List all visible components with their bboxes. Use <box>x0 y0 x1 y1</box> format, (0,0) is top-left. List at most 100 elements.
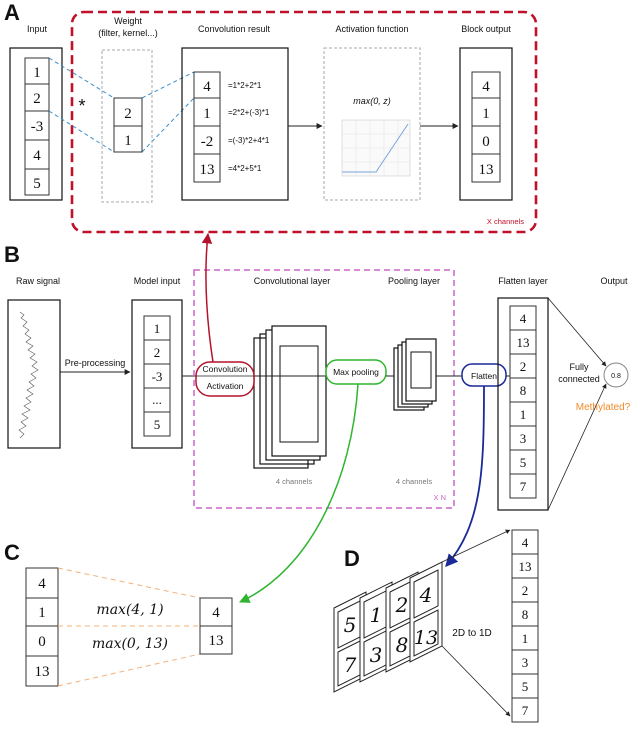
output-node <box>603 362 629 388</box>
matrix-value: 8 <box>396 633 409 657</box>
block-output-frame <box>459 47 513 201</box>
flatten-funnel-lines <box>441 529 511 717</box>
model-input-value: 5 <box>154 417 161 432</box>
flatten-cells: 4 13 2 8 1 3 5 7 <box>509 305 537 499</box>
feature-matrix: 5 7 <box>333 591 367 693</box>
flatten-value: 8 <box>520 383 527 398</box>
2d-to-1d-label: 2D to 1D <box>452 628 491 639</box>
conv-result-title: Convolution result <box>198 24 271 34</box>
vector-value: 7 <box>522 703 529 718</box>
panel-d: D 5 7 1 3 2 8 <box>333 529 539 723</box>
flatten-value: 4 <box>520 311 527 326</box>
funnel-line <box>441 529 511 563</box>
input-weight-connectors <box>48 57 195 153</box>
conv-result-value: 4 <box>203 79 211 95</box>
flatten-value: 3 <box>520 431 527 446</box>
block-output-value: 1 <box>482 106 490 122</box>
panel-a: A X channels Input 1 2 -3 4 5 * Weigh <box>4 0 538 234</box>
panel-b-letter: B <box>4 242 20 267</box>
pool-input-value: 4 <box>38 576 46 592</box>
conv-to-panel-a-arrow <box>201 232 214 363</box>
activation-frame <box>323 47 421 201</box>
input-value: -3 <box>31 119 44 135</box>
conv-formula: =1*2+2*1 <box>228 81 262 90</box>
vector-value: 5 <box>522 679 529 694</box>
vector-value: 3 <box>522 655 529 670</box>
block-output-title: Block output <box>461 24 511 34</box>
weight-subtitle: (filter, kernel...) <box>98 28 158 38</box>
raw-signal-trace <box>18 311 39 439</box>
block-output-value: 13 <box>479 162 494 178</box>
feature-map-inner <box>279 345 319 443</box>
vector-value: 2 <box>522 583 529 598</box>
matrix-cell <box>413 569 439 619</box>
input-value: 2 <box>33 91 41 107</box>
weight-value: 2 <box>124 106 132 122</box>
flatten-layer-title: Flatten layer <box>498 276 548 286</box>
conv-result-value: 13 <box>200 162 215 178</box>
model-input-cell <box>143 411 171 437</box>
input-frame <box>9 47 63 201</box>
raw-signal-title: Raw signal <box>16 276 60 286</box>
weight-title: Weight <box>114 16 142 26</box>
feature-matrix: 1 3 <box>359 581 393 683</box>
flatten-to-panel-d-arrow <box>445 385 485 567</box>
input-cells: 1 2 -3 4 5 <box>24 57 50 196</box>
model-input-value: -3 <box>152 369 163 384</box>
pool-output-value: 13 <box>209 633 224 649</box>
block-output-value: 4 <box>482 79 490 95</box>
matrix-value: 2 <box>395 593 409 617</box>
vector-value: 4 <box>522 535 529 550</box>
model-input-value: ... <box>152 392 162 407</box>
model-input-value: 2 <box>154 345 161 360</box>
pool-channels-note: 4 channels <box>396 477 433 486</box>
pool-guide-line <box>57 653 201 687</box>
connector-line <box>48 110 115 153</box>
flatten-value: 7 <box>520 479 527 494</box>
output-value: 0.8 <box>611 373 621 380</box>
vector-value: 1 <box>522 631 529 646</box>
input-value: 5 <box>33 176 41 192</box>
funnel-line <box>441 645 511 717</box>
flatten-value: 1 <box>520 407 527 422</box>
feature-map-stack <box>271 325 327 457</box>
flatten-label: Flatten <box>471 371 497 381</box>
preprocessing-label: Pre-processing <box>65 358 126 368</box>
input-cell <box>24 168 50 196</box>
fc-line <box>547 297 607 367</box>
max-formula-1: max(4, 1) <box>96 602 163 618</box>
channels-note: X channels <box>487 217 524 226</box>
output-title: Output <box>600 276 628 286</box>
activation-title: Activation function <box>335 24 408 34</box>
pool-output-value: 4 <box>212 605 220 621</box>
block-output-cell <box>471 153 501 183</box>
conv-result-frame <box>181 47 289 201</box>
convolution-asterisk: * <box>78 96 85 116</box>
convolution-label: Convolution <box>203 364 248 374</box>
vector-value: 8 <box>522 607 529 622</box>
relu-curve <box>342 123 409 173</box>
methylated-label: Methylated? <box>576 402 631 413</box>
conv-result-value: -2 <box>201 134 214 150</box>
fc-line <box>547 383 607 511</box>
connector-line <box>141 71 195 99</box>
pool-input-value: 1 <box>38 605 46 621</box>
fully-connected-label-1: Fully <box>569 362 589 372</box>
weight-frame <box>101 49 153 203</box>
flatten-value: 5 <box>520 455 527 470</box>
matrix-value: 3 <box>370 643 383 667</box>
model-input-title: Model input <box>134 276 181 286</box>
model-input-frame <box>131 299 183 449</box>
pooling-layer-title: Pooling layer <box>388 276 440 286</box>
conv-formula: =(-3)*2+4*1 <box>228 136 270 145</box>
activation-formula: max(0, z) <box>353 96 391 106</box>
repeat-block-box <box>193 269 455 509</box>
pool-input-cell <box>25 655 59 687</box>
max-pooling-label: Max pooling <box>333 367 379 377</box>
connector-line <box>141 97 195 153</box>
conv-layer-title: Convolutional layer <box>254 276 331 286</box>
pool-output-cell <box>199 625 233 655</box>
model-input-value: 1 <box>154 321 161 336</box>
flatten-frame <box>497 297 549 511</box>
